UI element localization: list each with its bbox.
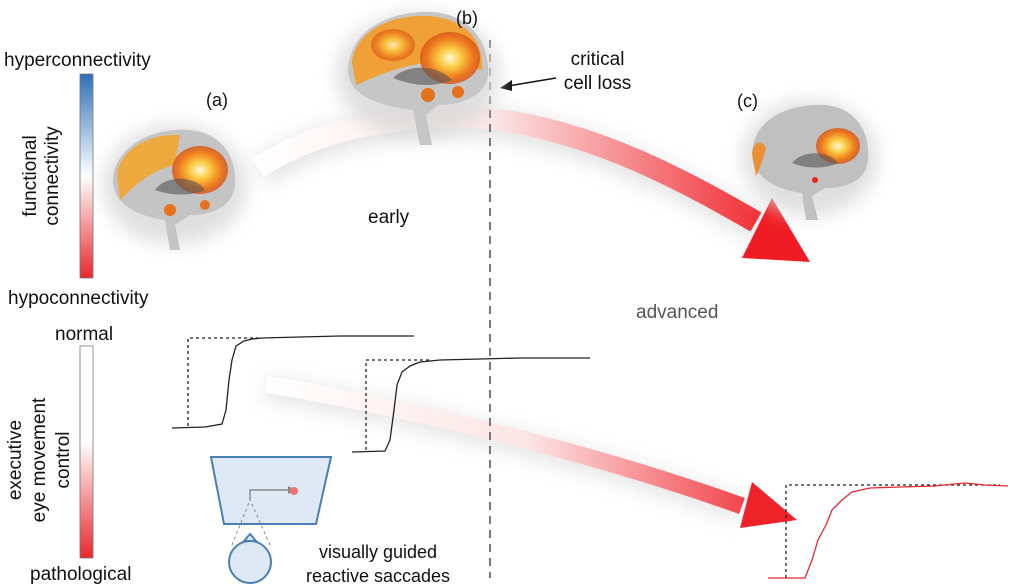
saccade-trace-3 — [768, 482, 1009, 579]
head-icon — [228, 532, 272, 584]
eye-scale-top-label: normal — [55, 324, 114, 345]
fc-scale-bottom-label: hypoconnectivity — [8, 288, 149, 309]
brain-c-icon — [742, 100, 878, 220]
fc-axis-line2: connectivity — [42, 126, 63, 226]
screen-icon — [209, 456, 333, 546]
task-caption-line2: reactive saccades — [305, 566, 451, 586]
fc-colorbar — [79, 73, 94, 279]
critical-label: critical cell loss — [560, 48, 635, 96]
critical-pointer-arrow — [500, 77, 557, 91]
task-caption-line1: visually guided — [318, 542, 438, 562]
upper-arrow — [251, 106, 810, 262]
eye-axis-label: executive eye movement control — [4, 380, 76, 540]
critical-line2: cell loss — [563, 73, 632, 94]
early-label: early — [368, 207, 410, 228]
label-b: (b) — [456, 8, 478, 28]
task-caption: visually guided reactive saccades — [298, 540, 458, 588]
fc-axis-line1: functional — [20, 135, 41, 217]
brain-b-icon — [336, 11, 500, 146]
brain-a-icon — [103, 125, 247, 250]
eye-axis-line2: eye movement — [29, 397, 50, 523]
fc-scale-top-label: hyperconnectivity — [4, 50, 151, 71]
saccade-trace-2 — [351, 357, 590, 453]
lower-arrow — [263, 375, 797, 528]
label-a: (a) — [206, 90, 228, 110]
fc-axis-label: functional connectivity — [20, 106, 64, 246]
saccade-trace-1 — [171, 335, 414, 429]
advanced-label: advanced — [636, 302, 719, 323]
lower-arrowhead — [740, 482, 797, 528]
label-c: (c) — [737, 91, 758, 111]
eye-axis-line1: executive — [5, 419, 26, 501]
eye-axis-line3: control — [53, 431, 74, 489]
critical-line1: critical — [570, 49, 625, 70]
eye-colorbar — [79, 345, 94, 559]
upper-arrowhead — [742, 198, 810, 262]
eye-scale-bottom-label: pathological — [30, 564, 132, 585]
